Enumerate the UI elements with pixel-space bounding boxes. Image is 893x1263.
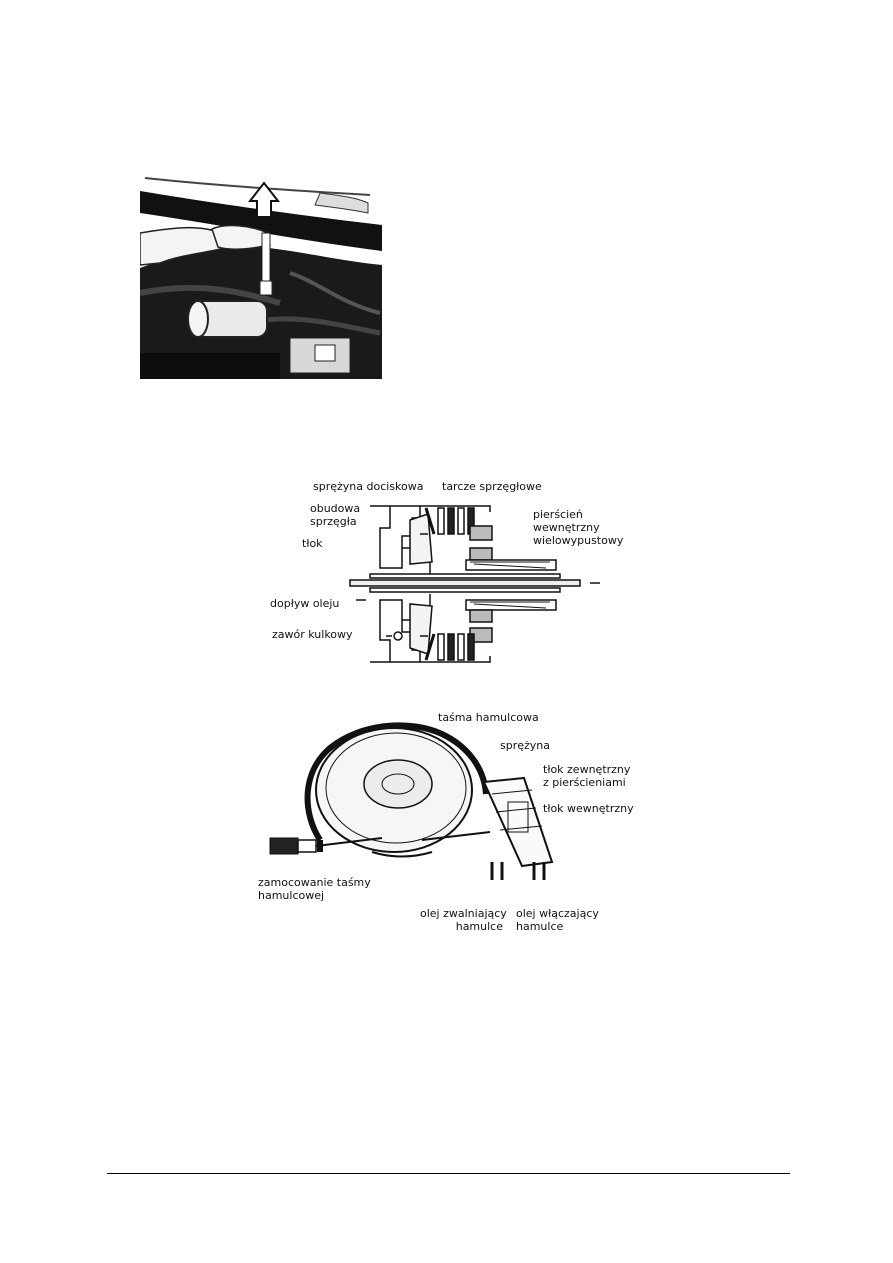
- label-release-oil-1: olej zwalniający: [420, 907, 507, 920]
- label-clutch-housing-2: sprzęgła: [310, 515, 357, 528]
- label-outer-piston-2: z pierścieniami: [543, 776, 626, 789]
- label-inner-ring-2: wewnętrzny: [533, 521, 600, 534]
- label-clutch-housing-1: obudowa: [310, 502, 361, 515]
- label-spring: sprężyna: [500, 739, 550, 752]
- label-ball-valve: zawór kulkowy: [272, 628, 353, 641]
- brake-band-figure: [262, 712, 622, 902]
- label-oil-supply: dopływ oleju: [270, 597, 340, 610]
- label-release-oil-2: hamulce: [455, 920, 503, 933]
- label-pressure-spring: sprężyna dociskowa: [313, 480, 424, 493]
- label-inner-ring-3: wielowypustowy: [533, 534, 624, 547]
- engine-photo-figure: [140, 173, 382, 379]
- label-brake-band: taśma hamulcowa: [438, 711, 539, 724]
- label-band-mount-1: zamocowanie taśmy: [258, 876, 371, 889]
- label-inner-ring-1: pierścień: [533, 508, 583, 521]
- label-inner-piston: tłok wewnętrzny: [543, 802, 634, 815]
- label-clutch-discs: tarcze sprzęgłowe: [442, 480, 542, 493]
- label-piston: tłok: [302, 537, 323, 550]
- label-band-mount-2: hamulcowej: [258, 889, 325, 902]
- label-apply-oil-1: olej włączający: [516, 907, 599, 920]
- footer-divider: [107, 1173, 790, 1174]
- clutch-diagram-figure: [260, 478, 620, 690]
- label-apply-oil-2: hamulce: [516, 920, 564, 933]
- arrow-up-icon: [250, 183, 278, 217]
- label-outer-piston-1: tłok zewnętrzny: [543, 763, 631, 776]
